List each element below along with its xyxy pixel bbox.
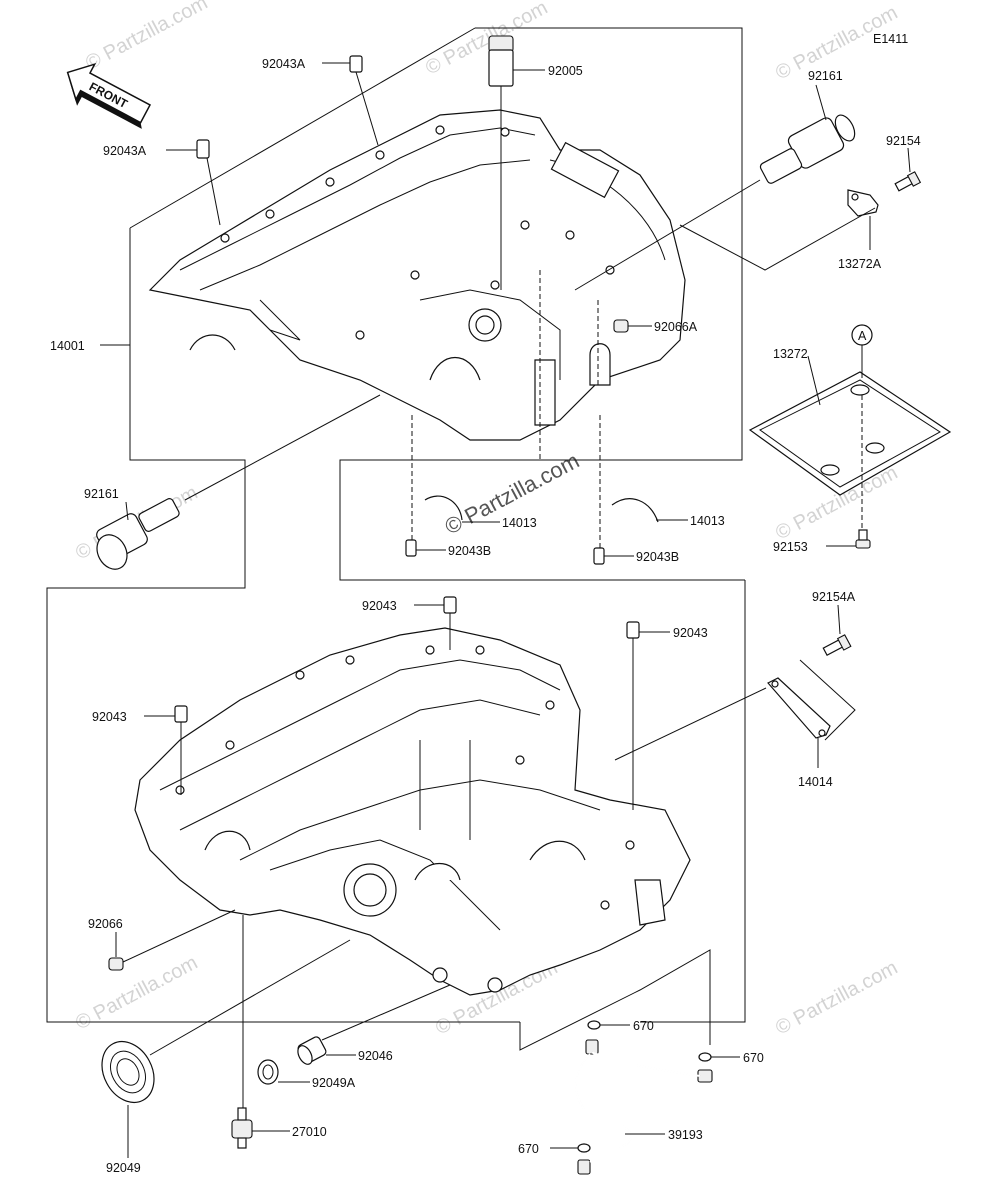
plug-92066 xyxy=(108,957,124,971)
dowel-pin-92043b xyxy=(405,539,417,557)
gasket-13272 xyxy=(748,371,952,496)
bolt-92153 xyxy=(855,529,871,549)
part-label-92043b-left: 92043B xyxy=(448,544,491,558)
part-label-670-top: 670 xyxy=(633,1019,654,1033)
part-label-14013-left: 14013 xyxy=(502,516,537,530)
plate-14014 xyxy=(767,677,831,739)
oil-seal-92049 xyxy=(101,1040,155,1104)
watermark: © Partzilla.com xyxy=(422,0,551,79)
bolt-92154 xyxy=(894,171,922,192)
part-label-92161-left: 92161 xyxy=(84,487,119,501)
part-label-92043-right: 92043 xyxy=(673,626,708,640)
oil-seal-92049a xyxy=(257,1059,279,1085)
pressure-switch-27010 xyxy=(231,1107,253,1149)
part-label-670-bottom: 670 xyxy=(518,1142,539,1156)
dowel-pin-92043a xyxy=(349,55,363,73)
damper-92161 xyxy=(96,498,180,570)
dowel-pin-92043b xyxy=(593,547,605,565)
o-ring-670 xyxy=(577,1143,591,1153)
part-label-14013-right: 14013 xyxy=(690,514,725,528)
part-label-92161-top: 92161 xyxy=(808,69,843,83)
oil-pipe-39193 xyxy=(574,1039,713,1175)
part-label-670-right: 670 xyxy=(743,1051,764,1065)
upper-crankcase xyxy=(148,109,686,460)
part-label-92154: 92154 xyxy=(886,134,921,148)
o-ring-670 xyxy=(587,1020,601,1030)
part-label-92049: 92049 xyxy=(106,1161,141,1175)
part-label-92154a: 92154A xyxy=(812,590,856,604)
part-label-92043a-top: 92043A xyxy=(262,57,306,71)
part-label-92043a-left: 92043A xyxy=(103,144,147,158)
plate-13272a xyxy=(847,189,879,217)
oil-jet-92005 xyxy=(488,35,514,87)
part-label-92066: 92066 xyxy=(88,917,123,931)
callout-a-letter: A xyxy=(858,329,867,343)
part-label-13272a: 13272A xyxy=(838,257,882,271)
bearing-14013 xyxy=(424,495,463,521)
part-label-92066a: 92066A xyxy=(654,320,698,334)
part-label-14001: 14001 xyxy=(50,339,85,353)
part-label-92043-top: 92043 xyxy=(362,599,397,613)
dowel-pin-92043 xyxy=(443,596,457,614)
bearing-14013 xyxy=(611,498,659,523)
diagram-code: E1411 xyxy=(873,32,908,46)
front-arrow-icon: FRONT xyxy=(66,62,152,129)
needle-bearing-92046 xyxy=(297,1036,327,1065)
part-label-13272: 13272 xyxy=(773,347,808,361)
part-label-14014: 14014 xyxy=(798,775,833,789)
part-label-27010: 27010 xyxy=(292,1125,327,1139)
upper-crankcase-frame xyxy=(46,27,746,1023)
dowel-pin-92043 xyxy=(174,705,188,723)
dowel-pin-92043a xyxy=(196,139,210,159)
part-label-92049a: 92049A xyxy=(312,1076,356,1090)
part-label-92153: 92153 xyxy=(773,540,808,554)
lower-crankcase xyxy=(134,627,691,996)
plug-92066a xyxy=(613,319,629,333)
damper-92161 xyxy=(759,114,856,184)
watermark: © Partzilla.com xyxy=(772,957,901,1040)
part-label-92046: 92046 xyxy=(358,1049,393,1063)
o-ring-670 xyxy=(698,1052,712,1062)
part-label-39193: 39193 xyxy=(668,1128,703,1142)
part-label-92043b-right: 92043B xyxy=(636,550,679,564)
bolt-92154a xyxy=(822,634,852,657)
part-label-92005: 92005 xyxy=(548,64,583,78)
watermark: © Partzilla.com xyxy=(82,0,211,74)
dowel-pin-92043 xyxy=(626,621,640,639)
part-label-92043-left: 92043 xyxy=(92,710,127,724)
